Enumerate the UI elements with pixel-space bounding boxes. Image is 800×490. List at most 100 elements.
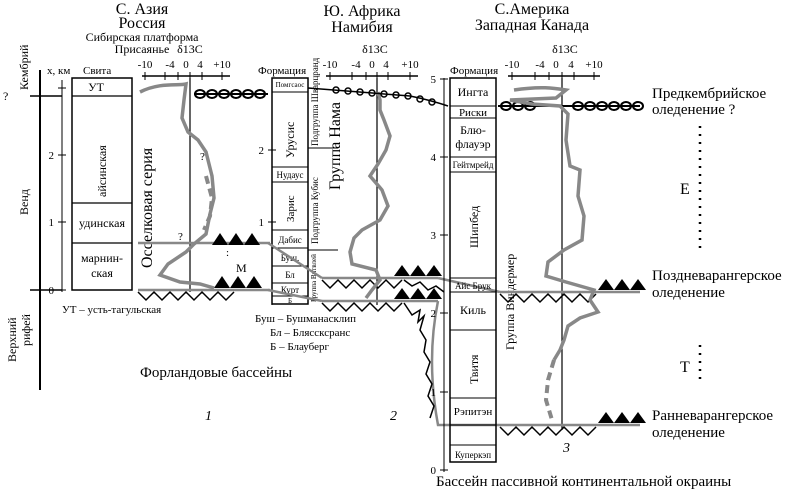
panel1-delta-label: δ13C <box>177 42 203 56</box>
panel3-unit-geitmreid: Гейтмрейд <box>453 160 494 170</box>
panel1-km-1: 1 <box>49 217 55 229</box>
panel3-carbon-curve <box>509 85 601 361</box>
panel1-mark-q1: ? <box>200 151 205 163</box>
age-question: ? <box>3 89 8 103</box>
panel1-dots: : <box>226 247 229 259</box>
label-early-2: оледенение <box>652 425 725 441</box>
age-vend: Венд <box>17 189 31 215</box>
panel2-unit-nudaus: Нудаус <box>276 170 303 180</box>
panel1-dtick-4: +10 <box>213 59 231 71</box>
panel3-km-1: 1 <box>431 387 437 399</box>
panel1-unit-marnin-2: ская <box>91 266 113 280</box>
panel1-chain <box>194 89 268 99</box>
panel3-unit-shipbed: Шипбед <box>467 206 481 248</box>
panel3-unit-blueflower-1: Блю- <box>460 123 486 137</box>
panel1-unit-udinskaya: удинская <box>79 216 125 230</box>
panel2-unit-dabis: Дабис <box>278 235 302 245</box>
label-late-2: оледенение <box>652 285 725 301</box>
panel1-dtick-2: 0 <box>183 59 189 71</box>
age-upper-riphean-1: Верхний <box>5 317 19 362</box>
panel2-km-1: 1 <box>259 217 265 229</box>
panel3-unit-rapitan: Рэпитэн <box>454 406 493 418</box>
panel3-unit-icebrook: Айс Брук <box>455 281 492 291</box>
panel3-dtick-2: 0 <box>553 59 559 71</box>
panel3-km-5: 5 <box>431 74 437 86</box>
panel3-dtick-4: +10 <box>585 59 603 71</box>
panel2-unit-zaris: Зарис <box>285 195 297 222</box>
panel3-km-4: 4 <box>431 152 437 164</box>
panel1-mark-m: М <box>236 261 247 275</box>
panel3-formation-label: Формация <box>450 65 498 77</box>
panel2-dtick-1: -4 <box>351 59 361 71</box>
panel2-legend-1: Бл – Бляссксранс <box>270 327 350 339</box>
panel3-unit-kuperkap: Куперкэп <box>455 450 491 460</box>
panel2-group: Группа Нама <box>327 102 344 190</box>
panel3-unit-riski: Риски <box>459 107 487 119</box>
panel2-dtick-4: +10 <box>401 59 419 71</box>
panel3-km-2: 2 <box>431 308 437 320</box>
panel1-dtick-3: 4 <box>197 59 203 71</box>
panel3-dtick-1: -4 <box>535 59 545 71</box>
panel1-footnote: УТ – усть-тагульская <box>62 304 161 316</box>
panel1-unit-marnin-1: марнин- <box>81 251 123 265</box>
panel2-unit-pomgsaos: Помгсаос <box>276 81 305 89</box>
label-precambrian-2: оледенение ? <box>652 102 736 118</box>
panel3-country: Западная Канада <box>475 17 589 34</box>
panel2-formation-label: Формация <box>258 65 306 77</box>
panel3-region: С.Америка <box>495 1 570 18</box>
panel2-carbon-curve <box>348 91 392 300</box>
panel3-delta-label: δ13C <box>552 42 578 56</box>
panel2-dtick-3: 4 <box>383 59 389 71</box>
panel3-group: Группа Виндермер <box>503 254 517 350</box>
correlation-lines <box>267 241 501 427</box>
panel1-unit-ut: УТ <box>88 80 104 94</box>
panel2-unit-urusis: Урусис <box>283 122 297 158</box>
panel2-legend-0: Буш – Бушманасклип <box>255 313 356 325</box>
panel2-delta-label: δ13C <box>362 42 388 56</box>
panel-2: Ю. Африка Намибия δ13C Формация -10 -4 0… <box>255 3 449 424</box>
age-upper-riphean-2: рифей <box>19 313 33 346</box>
panel2-number: 2 <box>390 409 397 424</box>
panel2-dtick-2: 0 <box>369 59 375 71</box>
panel1-suite-label: Свита <box>83 65 111 77</box>
panel2-region: Ю. Африка <box>324 3 401 20</box>
panel3-dtick-3: 4 <box>568 59 574 71</box>
panel1-axis-label: x, км <box>47 65 70 77</box>
panel2-subgroup-2: Подгруппа Кубис <box>310 177 320 244</box>
panel1-country: Россия <box>118 15 166 32</box>
panel1-platform: Сибирская платформа <box>86 30 200 44</box>
panel2-unit-bl: Бл <box>285 270 295 280</box>
panel1-carbon-curve <box>139 81 216 290</box>
panel2-legend-2: Б – Блауберг <box>270 341 329 353</box>
right-labels: Предкембрийское оледенение ? Поздневаран… <box>652 86 782 441</box>
panel1-dtick-1: -4 <box>165 59 175 71</box>
panel3-unit-kil: Киль <box>460 303 486 317</box>
panel3-km-3: 3 <box>431 230 437 242</box>
panel3-unit-blueflower-2: флауэр <box>455 137 490 151</box>
panel2-subgroup-1: Подгруппа Шварцранд <box>310 57 320 146</box>
label-E: Е <box>680 181 690 198</box>
age-axis: Кембрий Венд Верхний рифей ? <box>3 44 62 390</box>
panel2-chain <box>307 86 449 107</box>
panel2-unit-b: Б <box>288 297 292 305</box>
label-T: Т <box>680 359 690 376</box>
panel3-km-0: 0 <box>431 465 437 477</box>
panel1-series: Осселковая серия <box>139 147 156 268</box>
age-cambrian: Кембрий <box>17 44 31 90</box>
panel1-unit-aisinskaya-1: айсинская <box>95 145 109 197</box>
panel2-km-2: 2 <box>259 145 265 157</box>
caption-passive: Бассейн пассивной континентальной окраин… <box>436 474 731 490</box>
panel2-unit-kurt: Курт <box>281 285 299 295</box>
panel1-dtick-0: -10 <box>138 59 153 71</box>
panel1-area: Присаянье <box>115 42 170 56</box>
panel1-km-2: 2 <box>49 150 55 162</box>
panel3-unit-ingta: Ингта <box>458 85 489 99</box>
panel1-mark-q2: ? <box>178 231 183 243</box>
panel2-dtick-0: -10 <box>323 59 338 71</box>
panel1-region: С. Азия <box>116 1 169 18</box>
panel3-dtick-0: -10 <box>505 59 520 71</box>
panel3-unit-tvitya: Твитя <box>467 354 481 384</box>
panel1-number: 1 <box>205 409 212 424</box>
label-late-1: Поздневарангерское <box>652 268 782 284</box>
